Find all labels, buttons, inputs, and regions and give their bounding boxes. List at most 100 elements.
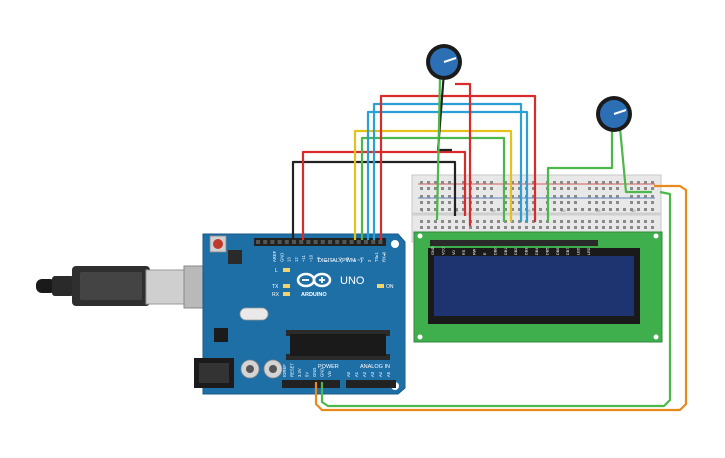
digital-pin-label: AREF <box>272 250 277 262</box>
digital-pin-label: 4 <box>352 259 357 262</box>
l-led-label: L <box>275 268 278 274</box>
wire-green-d4[interactable] <box>360 136 506 240</box>
power-pin-label: Vin <box>327 370 332 377</box>
wires[interactable] <box>291 71 688 412</box>
digital-pin-label: ~9 <box>316 257 321 262</box>
mounting-hole <box>653 334 659 340</box>
digital-pin-label: ~6 <box>338 257 343 262</box>
capacitors <box>240 359 283 379</box>
mounting-hole <box>391 240 399 248</box>
wire-red-d1[interactable] <box>379 94 537 240</box>
lcd-pin-label: LED <box>587 247 591 255</box>
wire-green-pot2[interactable] <box>546 128 614 222</box>
reset-button[interactable] <box>209 235 227 253</box>
lcd-screen <box>434 256 634 316</box>
tx-led-label: TX <box>272 284 279 290</box>
digital-label: DIGITAL (PWM ~) <box>318 258 362 264</box>
lcd-pin-label: DB3 <box>525 248 529 255</box>
lcd-pin-label: DB2 <box>514 248 518 255</box>
analog-pin-label: A4 <box>378 371 383 377</box>
potentiometer-2[interactable] <box>596 96 632 132</box>
lcd-pin-label: E <box>483 252 487 255</box>
lcd-16x2-display[interactable]: GND VCC V0 RS RW E DB0 DB1 DB2 DB3 DB4 DB5 DB6 DB7 LED… <box>413 231 663 343</box>
power-pin-label: RESET <box>290 363 295 377</box>
power-pin-label: GND <box>320 368 325 377</box>
breadboard-column-label: 5 <box>456 208 459 213</box>
analog-pin-label: A3 <box>370 371 375 377</box>
usb-chip <box>228 250 242 264</box>
wire-green-pot1-wiper[interactable] <box>435 77 442 221</box>
lcd-pin-label: V0 <box>452 250 456 255</box>
lcd-pin-header[interactable] <box>430 240 598 246</box>
brand-label: ARDUINO <box>301 292 327 298</box>
breadboard-column-label: 25 <box>596 208 601 213</box>
wire-blue-d2[interactable] <box>372 102 523 240</box>
lcd-pin-label: VCC <box>441 247 445 255</box>
power-pin-label: IOREF <box>282 364 287 377</box>
digital-pin-label: ~11 <box>301 255 306 262</box>
digital-pin-label: 7 <box>330 259 335 262</box>
digital-pin-label: ~3 <box>360 257 365 262</box>
digital-pin-label: RX◂0 <box>382 251 387 262</box>
wire-yellow-d5[interactable] <box>353 129 513 240</box>
lcd-pin-label: RS <box>462 249 466 255</box>
digital-pin-label: 12 <box>294 257 299 262</box>
potentiometer-1[interactable] <box>426 44 462 80</box>
digital-pin-label: 8 <box>323 259 328 262</box>
lcd-pin-label: DB7 <box>566 248 570 255</box>
analog-pin-label: A1 <box>354 371 359 377</box>
breadboard-column-label: 1 <box>421 208 424 213</box>
power-header[interactable] <box>282 380 340 388</box>
lcd-pin-label: DB1 <box>504 248 508 255</box>
analog-pin-label: A2 <box>362 371 367 377</box>
digital-pin-label: ~10 <box>309 254 314 262</box>
arduino-logo-icon <box>296 272 332 288</box>
digital-header[interactable] <box>254 238 386 246</box>
breadboard-column-label: 10 <box>491 208 496 213</box>
analog-header[interactable] <box>346 380 396 388</box>
mounting-hole <box>417 233 423 239</box>
status-leds: L TX RX ON <box>272 268 394 298</box>
power-label: POWER <box>318 364 339 370</box>
wire-green-pot2-b[interactable] <box>618 127 652 194</box>
breadboard-column-label: 15 <box>526 208 531 213</box>
mounting-hole <box>653 233 659 239</box>
lcd-pin-label: DB5 <box>545 248 549 255</box>
breadboard-column-label: 20 <box>561 208 566 213</box>
lcd-pin-label: GND <box>431 246 435 255</box>
power-pin-label: GND <box>312 368 317 377</box>
power-pin-label: 3.3V <box>297 368 302 377</box>
arduino-uno-board[interactable]: DIGITAL (PWM ~) L TX RX ON UNO ARDUINO <box>194 233 406 395</box>
digital-pin-label: GND <box>279 253 284 262</box>
digital-pin-label: 13 <box>287 257 292 262</box>
lcd-pin-label: RW <box>473 248 477 255</box>
digital-pin-label: 2 <box>367 259 372 262</box>
analog-label: ANALOG IN <box>360 364 390 370</box>
analog-pin-label: A5 <box>386 371 391 377</box>
power-pin-label: 5V <box>305 372 310 377</box>
lcd-pin-label: DB6 <box>556 248 560 255</box>
crystal-oscillator <box>239 307 269 321</box>
knob-indicator-icon <box>443 57 457 63</box>
wire-blue-d3[interactable] <box>366 110 529 240</box>
usb-cable[interactable] <box>36 265 215 309</box>
model-label: UNO <box>340 275 365 287</box>
breadboard-column-label: 30 <box>631 208 636 213</box>
wire-red-d12[interactable] <box>301 150 467 240</box>
lcd-pin-label: LED <box>577 247 581 255</box>
on-led-label: ON <box>386 284 394 290</box>
lcd-pin-label: DB4 <box>535 248 539 255</box>
wire-orange-gnd[interactable] <box>314 184 688 412</box>
mounting-hole <box>417 334 423 340</box>
digital-pin-label: ~5 <box>345 257 350 262</box>
dc-power-jack[interactable] <box>194 358 234 388</box>
microcontroller-chip <box>286 330 390 360</box>
digital-pin-label: TX▸1 <box>374 252 379 262</box>
rx-led-label: RX <box>272 292 280 298</box>
wire-green-5v[interactable] <box>320 190 672 408</box>
knob-indicator-icon <box>613 109 627 115</box>
lcd-pin-label: DB0 <box>493 248 497 255</box>
analog-pin-label: A0 <box>346 371 351 377</box>
wire-red-pot1-vcc[interactable] <box>455 82 472 226</box>
